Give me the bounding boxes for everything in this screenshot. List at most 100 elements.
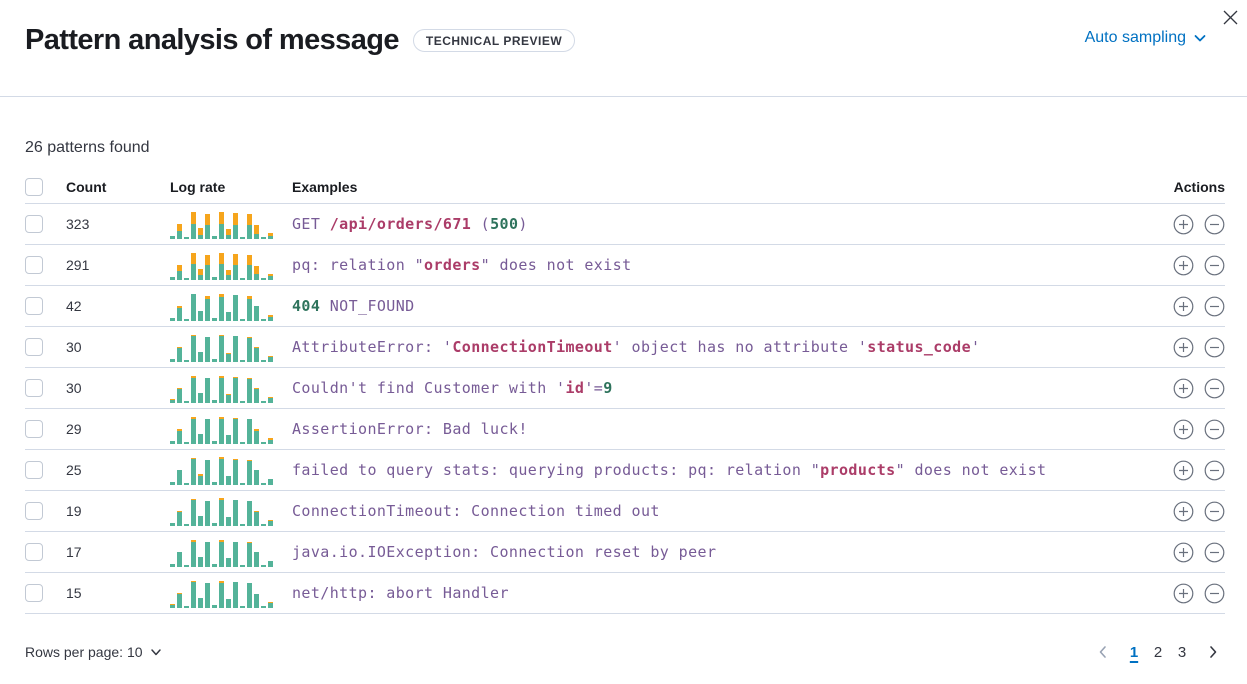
- minus-circle-icon: [1204, 460, 1224, 480]
- table-row: 323 GET /api/orders/671 (500): [25, 204, 1225, 245]
- row-checkbox[interactable]: [25, 420, 43, 438]
- page-title: Pattern analysis of message: [25, 24, 399, 56]
- exclude-pattern-button[interactable]: [1203, 541, 1225, 563]
- exclude-pattern-button[interactable]: [1203, 500, 1225, 522]
- plus-circle-icon: [1173, 583, 1193, 603]
- table-row: 42 404 NOT_FOUND: [25, 286, 1225, 327]
- close-button[interactable]: [1218, 5, 1242, 29]
- chevron-down-icon: [1194, 35, 1206, 42]
- chevron-down-icon: [150, 649, 161, 656]
- exclude-pattern-button[interactable]: [1203, 213, 1225, 235]
- flyout-body: 26 patterns found Count Log rate Example…: [0, 139, 1247, 666]
- log-rate-chart: [170, 211, 273, 239]
- log-rate-chart: [170, 539, 273, 567]
- example-text: net/http: abort Handler: [292, 583, 509, 602]
- minus-circle-icon: [1204, 214, 1224, 234]
- minus-circle-icon: [1204, 296, 1224, 316]
- plus-circle-icon: [1173, 214, 1193, 234]
- table-row: 25 failed to query stats: querying produ…: [25, 450, 1225, 491]
- row-checkbox[interactable]: [25, 543, 43, 561]
- plus-circle-icon: [1173, 296, 1193, 316]
- include-pattern-button[interactable]: [1172, 541, 1194, 563]
- example-text: 404 NOT_FOUND: [292, 296, 415, 315]
- pagination-prev-button[interactable]: [1091, 640, 1115, 664]
- include-pattern-button[interactable]: [1172, 459, 1194, 481]
- row-checkbox[interactable]: [25, 256, 43, 274]
- sampling-menu-button[interactable]: Auto sampling: [1085, 29, 1207, 47]
- sampling-menu-label: Auto sampling: [1084, 29, 1186, 46]
- row-checkbox[interactable]: [25, 584, 43, 602]
- patterns-table: Count Log rate Examples Actions 323 GET …: [25, 171, 1225, 614]
- log-rate-chart: [170, 457, 273, 485]
- minus-circle-icon: [1204, 378, 1224, 398]
- row-count: 17: [66, 544, 82, 560]
- exclude-pattern-button[interactable]: [1203, 582, 1225, 604]
- plus-circle-icon: [1173, 460, 1193, 480]
- row-checkbox[interactable]: [25, 297, 43, 315]
- row-count: 19: [66, 503, 82, 519]
- minus-circle-icon: [1204, 255, 1224, 275]
- row-count: 291: [66, 257, 90, 273]
- pagination-page-3[interactable]: 3: [1170, 638, 1194, 666]
- include-pattern-button[interactable]: [1172, 418, 1194, 440]
- column-header-examples: Examples: [292, 179, 358, 195]
- row-count: 42: [66, 298, 82, 314]
- pagination-page-2[interactable]: 2: [1146, 638, 1170, 666]
- include-pattern-button[interactable]: [1172, 254, 1194, 276]
- table-row: 30 Couldn't find Customer with 'id'=9: [25, 368, 1225, 409]
- row-count: 25: [66, 462, 82, 478]
- minus-circle-icon: [1204, 337, 1224, 357]
- plus-circle-icon: [1173, 501, 1193, 521]
- row-checkbox[interactable]: [25, 215, 43, 233]
- pagination-next-button[interactable]: [1201, 640, 1225, 664]
- log-rate-chart: [170, 252, 273, 280]
- rows-per-page-label: Rows per page: 10: [25, 644, 143, 660]
- log-rate-chart: [170, 334, 273, 362]
- row-checkbox[interactable]: [25, 502, 43, 520]
- log-rate-chart: [170, 498, 273, 526]
- include-pattern-button[interactable]: [1172, 336, 1194, 358]
- include-pattern-button[interactable]: [1172, 213, 1194, 235]
- exclude-pattern-button[interactable]: [1203, 336, 1225, 358]
- plus-circle-icon: [1173, 419, 1193, 439]
- include-pattern-button[interactable]: [1172, 295, 1194, 317]
- log-rate-chart: [170, 416, 273, 444]
- table-row: 17 java.io.IOException: Connection reset…: [25, 532, 1225, 573]
- log-rate-chart: [170, 293, 273, 321]
- example-text: Couldn't find Customer with 'id'=9: [292, 378, 613, 397]
- pagination-page-1[interactable]: 1: [1122, 638, 1146, 666]
- example-text: pq: relation "orders" does not exist: [292, 255, 632, 274]
- row-checkbox[interactable]: [25, 461, 43, 479]
- minus-circle-icon: [1204, 419, 1224, 439]
- example-text: AssertionError: Bad luck!: [292, 419, 528, 438]
- rows-per-page-button[interactable]: Rows per page: 10: [25, 644, 162, 660]
- patterns-found-summary: 26 patterns found: [25, 139, 150, 156]
- row-count: 15: [66, 585, 82, 601]
- row-checkbox[interactable]: [25, 338, 43, 356]
- include-pattern-button[interactable]: [1172, 500, 1194, 522]
- exclude-pattern-button[interactable]: [1203, 377, 1225, 399]
- column-header-actions: Actions: [1173, 179, 1225, 195]
- table-header-row: Count Log rate Examples Actions: [25, 171, 1225, 204]
- row-checkbox[interactable]: [25, 379, 43, 397]
- example-text: ConnectionTimeout: Connection timed out: [292, 501, 660, 520]
- minus-circle-icon: [1204, 583, 1224, 603]
- exclude-pattern-button[interactable]: [1203, 254, 1225, 276]
- example-text: failed to query stats: querying products…: [292, 460, 1047, 479]
- exclude-pattern-button[interactable]: [1203, 459, 1225, 481]
- table-row: 15 net/http: abort Handler: [25, 573, 1225, 614]
- row-count: 29: [66, 421, 82, 437]
- plus-circle-icon: [1173, 542, 1193, 562]
- exclude-pattern-button[interactable]: [1203, 295, 1225, 317]
- row-count: 30: [66, 380, 82, 396]
- exclude-pattern-button[interactable]: [1203, 418, 1225, 440]
- flyout-header: Pattern analysis of message TECHNICAL PR…: [0, 0, 1247, 97]
- include-pattern-button[interactable]: [1172, 582, 1194, 604]
- include-pattern-button[interactable]: [1172, 377, 1194, 399]
- select-all-checkbox[interactable]: [25, 178, 43, 196]
- column-header-log-rate: Log rate: [170, 179, 226, 195]
